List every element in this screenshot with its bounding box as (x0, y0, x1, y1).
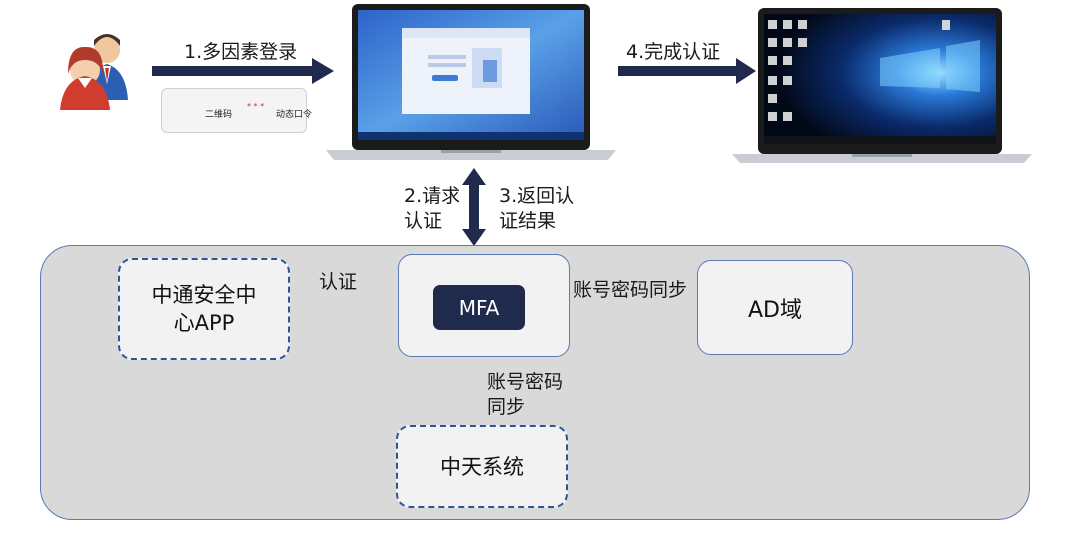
step4-label: 4.完成认证 (626, 41, 721, 63)
laptop-login-image (326, 4, 616, 160)
step2-label-line2: 认证 (404, 210, 443, 232)
auth-methods-badge (161, 88, 307, 133)
arrow-complete (618, 58, 756, 84)
node-mfa: MFA (433, 285, 525, 330)
node-ad-domain: AD域 (697, 260, 853, 355)
users-icon (60, 34, 128, 110)
qrcode-label: 二维码 (205, 110, 233, 120)
pin-stars: * * * (247, 102, 265, 111)
step2-label-line1: 2.请求 (404, 185, 461, 207)
edge-zt-mfa-label-line2: 同步 (487, 396, 526, 418)
node-security-app-line1: 中通安全中 (151, 283, 257, 307)
step3-label-line1: 3.返回认 (499, 185, 575, 207)
edge-app-mfa-label: 认证 (319, 271, 358, 293)
node-zhongtian-system: 中天系统 (396, 425, 568, 508)
node-security-app: 中通安全中 心APP (118, 258, 290, 360)
step1-label: 1.多因素登录 (184, 41, 298, 63)
dynamic-pin-label: 动态口令 (276, 110, 313, 120)
edge-zt-mfa-label-line1: 账号密码 (487, 371, 564, 393)
node-security-app-line2: 心APP (173, 311, 235, 335)
arrow-login (152, 58, 334, 84)
step3-label-line2: 证结果 (499, 210, 557, 232)
arrow-request-return (462, 168, 486, 246)
edge-mfa-ad-label: 账号密码同步 (573, 279, 688, 301)
laptop-desktop-image (732, 8, 1032, 163)
